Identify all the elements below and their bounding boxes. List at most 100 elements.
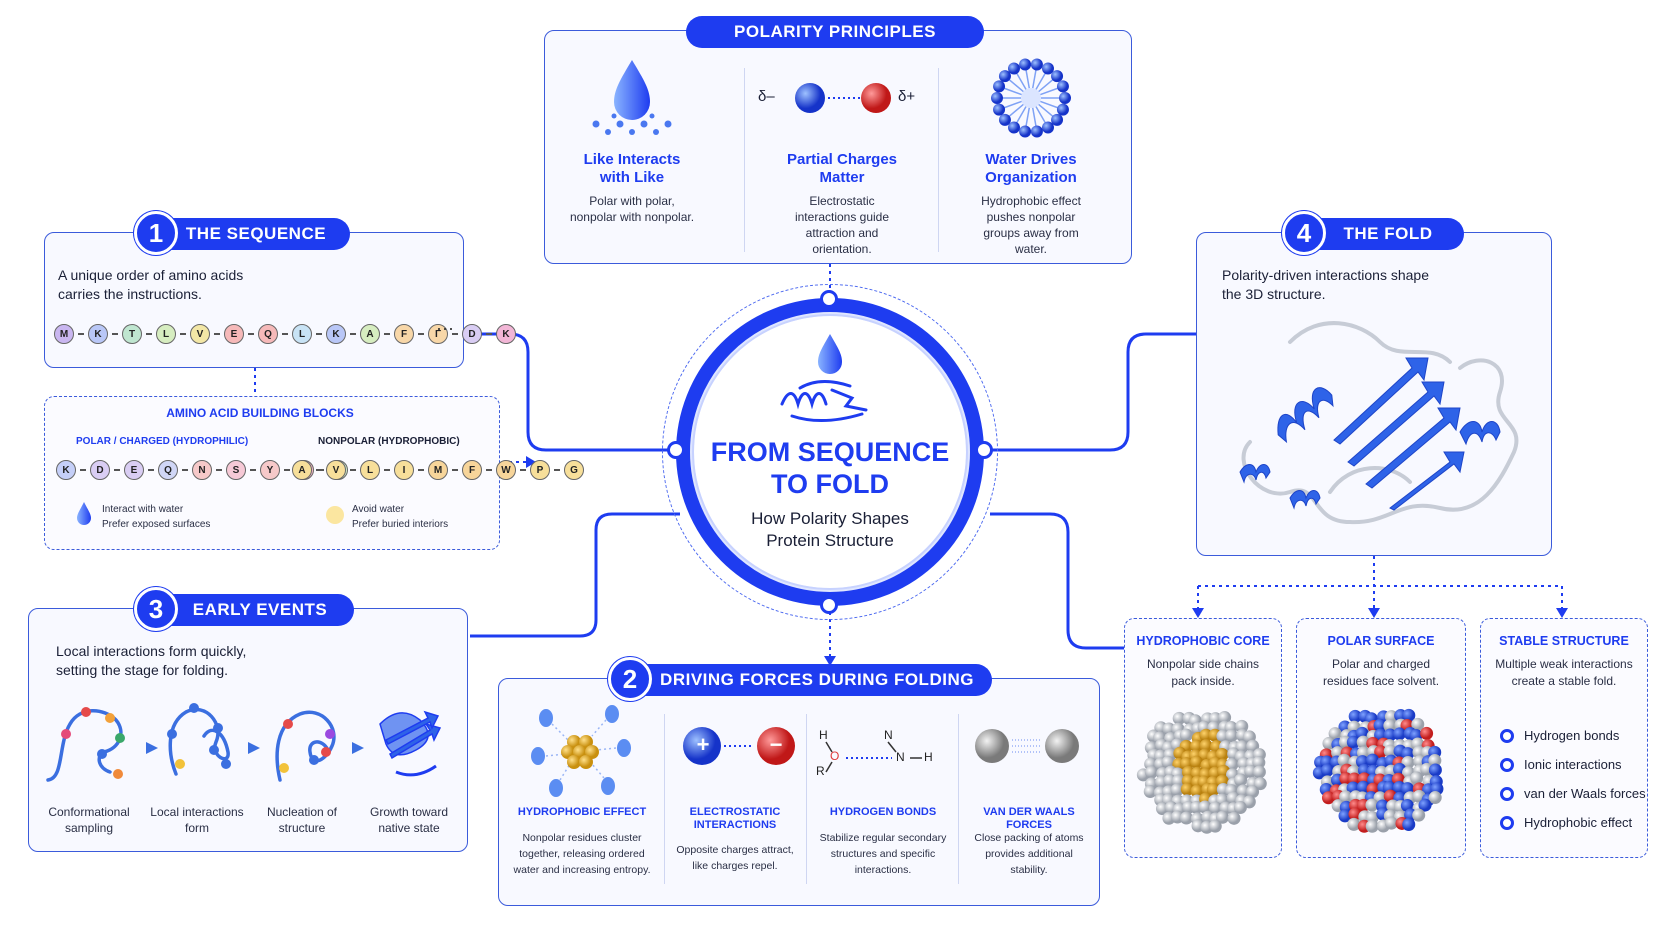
early-desc-2: setting the stage for folding. [56,662,228,678]
atom-sphere [1190,784,1204,798]
force-desc-2b: like charges repel. [692,860,778,872]
principle-title-1a: Like Interacts [583,151,681,168]
atom-sphere [1365,819,1379,833]
atom-sphere [1179,811,1193,825]
amino-acid-bead: L [292,324,312,344]
force-desc-4a: Close packing of atoms [974,832,1084,844]
nonpolar-label: NONPOLAR (HYDROPHOBIC) [318,436,460,447]
fold-number: 4 [1282,211,1326,255]
atom-sphere [1320,763,1334,777]
amino-acid-bead: K [88,324,108,344]
divider [744,68,745,252]
micelle-head [993,80,1006,93]
micelle-head [1008,62,1020,75]
amino-acid-bead: G [564,460,584,480]
principle-like-interacts: Like Interacts with Like Polar with pola… [556,54,708,254]
atom-sphere [1328,727,1342,741]
bead-link [146,333,152,335]
bead-link [418,469,424,471]
ring-icon [1500,815,1514,830]
stable-structure-legend: Hydrogen bonds Ionic interactions van de… [1500,728,1646,830]
port-top [820,290,838,308]
amino-acid-bead: L [360,460,380,480]
bead-link [148,469,154,471]
amino-acid-bead: Y [260,460,280,480]
nonpolar-dot-icon [326,506,344,524]
principle-desc-3b: pushes nonpolar [986,210,1076,224]
micelle-head [998,113,1011,126]
amino-acid-bead: W [496,460,516,480]
center-title-line1: FROM SEQUENCE [710,437,950,467]
micelle-tail [1031,68,1037,89]
bead-link [384,333,390,335]
micelle-head [1056,80,1069,93]
divider [938,68,939,252]
amino-acid-bead: F [462,460,482,480]
bead-link [250,469,256,471]
atom-sphere [1234,773,1248,787]
nonpolar-note-1: Avoid water [352,504,405,515]
early-step-1: Conformational sampling [34,804,144,836]
micelle-head [1030,58,1043,71]
bead-link [452,469,458,471]
hydrophobic-core-surface-icon [1136,711,1267,834]
micelle-head [1051,70,1064,83]
divider [806,714,807,884]
center-title-line2: TO FOLD [771,469,889,499]
dipole-icon [795,83,891,113]
outcome-core-desc-2: pack inside. [1171,674,1235,688]
atom-sphere [1208,819,1222,833]
legend-hydrogen-bonds: Hydrogen bonds [1500,728,1646,743]
micelle-tail [1025,68,1031,89]
hbond-h1: H [819,728,828,742]
atom-sphere [1337,753,1351,767]
hbond-h2: H [924,750,933,764]
bead-link [216,469,222,471]
principle-desc-2a: Electrostatic [809,194,875,208]
outcome-title-stable: STABLE STRUCTURE [1499,634,1629,648]
bead-link [486,469,492,471]
micelle-tail [1007,103,1024,118]
micelle-head [1030,125,1043,138]
atom-sphere [1373,718,1387,732]
principle-title-1b: with Like [599,169,665,186]
micelle-head [993,103,1006,116]
port-left [667,441,685,459]
bead-link [554,469,560,471]
amino-acid-bead: K [56,460,76,480]
principle-title-2a: Partial Charges [786,151,898,168]
force-desc-3c: interactions. [854,864,912,876]
hydrogen-bond-icon [825,741,922,773]
atom-sphere [1348,807,1362,821]
bead-link [284,469,290,471]
micelle-tail [1002,100,1022,109]
port-right [975,441,993,459]
force-desc-1b: together, releasing ordered [519,848,645,860]
polar-note-1: Interact with water [102,504,184,515]
center-dashed-ring [662,284,998,620]
divider [664,714,665,884]
legend-label: Hydrogen bonds [1524,728,1620,743]
atom-sphere [1346,735,1360,749]
amino-acid-bead: K [326,324,346,344]
divider [958,714,959,884]
sequence-number: 1 [134,211,178,255]
atom-sphere [1216,810,1230,824]
van-der-waals-icon [975,729,1079,763]
micelle-tail [1035,71,1047,90]
principle-desc-2c: attraction and [805,226,879,240]
legend-hydrophobic: Hydrophobic effect [1500,815,1646,830]
delta-plus-label: δ+ [898,88,916,105]
bead-link [180,333,186,335]
atom-sphere [1348,709,1362,723]
amino-acid-bead: L [156,324,176,344]
atom-sphere [1402,708,1416,722]
atom-sphere [1246,785,1260,799]
water-drop-icon [592,60,672,135]
force-desc-1a: Nonpolar residues cluster [522,832,642,844]
early-events-header: EARLY EVENTS [166,594,354,626]
sequence-desc-1: A unique order of amino acids [58,267,244,283]
atom-sphere [1338,809,1352,823]
atom-sphere [1143,785,1157,799]
center-protein-icon [780,334,868,423]
